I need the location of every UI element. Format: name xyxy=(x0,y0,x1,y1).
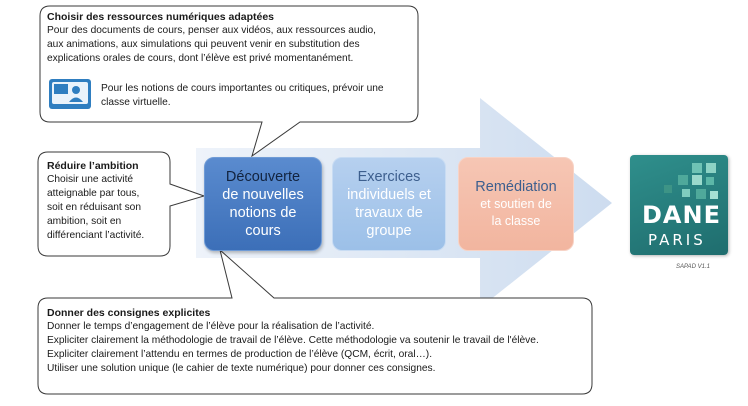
callout-left-line: ambition, soit en xyxy=(47,216,122,227)
callout-top-virtual: Pour les notions de cours importantes ou… xyxy=(101,82,413,110)
step-3-line: la classe xyxy=(491,214,541,228)
callout-top-virtual-line: classe virtuelle. xyxy=(101,97,171,108)
virtual-classroom-icon xyxy=(49,79,91,109)
callout-top-line: Pour des documents de cours, penser aux … xyxy=(47,25,377,36)
callout-left-line: soit en réduisant son xyxy=(47,202,142,213)
callout-left-line: différenciant l’activité. xyxy=(47,230,145,241)
callout-top: Choisir des ressources numériques adapté… xyxy=(47,10,415,66)
step-1-title: Découverte xyxy=(225,169,301,185)
callout-top-line: aux animations, aux simulations qui peuv… xyxy=(47,39,360,50)
callout-top-title: Choisir des ressources numériques adapté… xyxy=(47,11,275,23)
logo-dane-text: DANE xyxy=(642,201,721,229)
dane-paris-logo: DANE PARIS xyxy=(630,155,728,255)
callout-left-line: Choisir une activité xyxy=(47,174,134,185)
step-2-line: groupe xyxy=(366,223,412,239)
callout-top-virtual-line: Pour les notions de cours importantes ou… xyxy=(101,83,384,94)
callout-bottom-title: Donner des consignes explicites xyxy=(47,307,211,319)
step-2-line: travaux de xyxy=(355,205,423,221)
callout-left: Réduire l’ambition Choisir une activité … xyxy=(47,159,171,243)
step-1-line: notions de xyxy=(229,205,297,221)
callout-bottom-line: Expliciter clairement l’attendu en terme… xyxy=(47,349,433,360)
step-3-title: Remédiation xyxy=(475,179,557,195)
callout-bottom-line: Expliciter clairement la méthodologie de… xyxy=(47,335,539,346)
step-exercices: Exercices individuels et travaux de grou… xyxy=(332,157,446,251)
callout-bottom-bubble xyxy=(37,248,593,395)
callout-top-line: explications orales de cours, dont l’élè… xyxy=(47,53,354,64)
step-2-title: Exercices xyxy=(357,169,421,185)
step-1-line: de nouvelles xyxy=(222,187,304,203)
callout-bottom-line: Utiliser une solution unique (le cahier … xyxy=(47,363,436,374)
callout-left-title: Réduire l’ambition xyxy=(47,160,139,172)
step-3-line: et soutien de xyxy=(480,197,552,211)
step-1-line: cours xyxy=(245,223,281,239)
callout-bottom-line: Donner le temps d’engagement de l’élève … xyxy=(47,321,375,332)
logo-pixel-pattern xyxy=(664,163,718,199)
callout-left-line: atteignable par tous, xyxy=(47,188,140,199)
step-decouverte: Découverte de nouvelles notions de cours xyxy=(204,157,322,251)
step-2-line: individuels et xyxy=(347,187,431,203)
callout-bottom: Donner des consignes explicites Donner l… xyxy=(47,306,589,376)
version-label: SAPAD V1.1 xyxy=(676,264,710,270)
step-remediation: Remédiation et soutien de la classe xyxy=(458,157,574,251)
logo-paris-text: PARIS xyxy=(648,231,706,249)
callout-left-bubble xyxy=(37,151,206,257)
callout-top-bubble xyxy=(39,5,419,158)
